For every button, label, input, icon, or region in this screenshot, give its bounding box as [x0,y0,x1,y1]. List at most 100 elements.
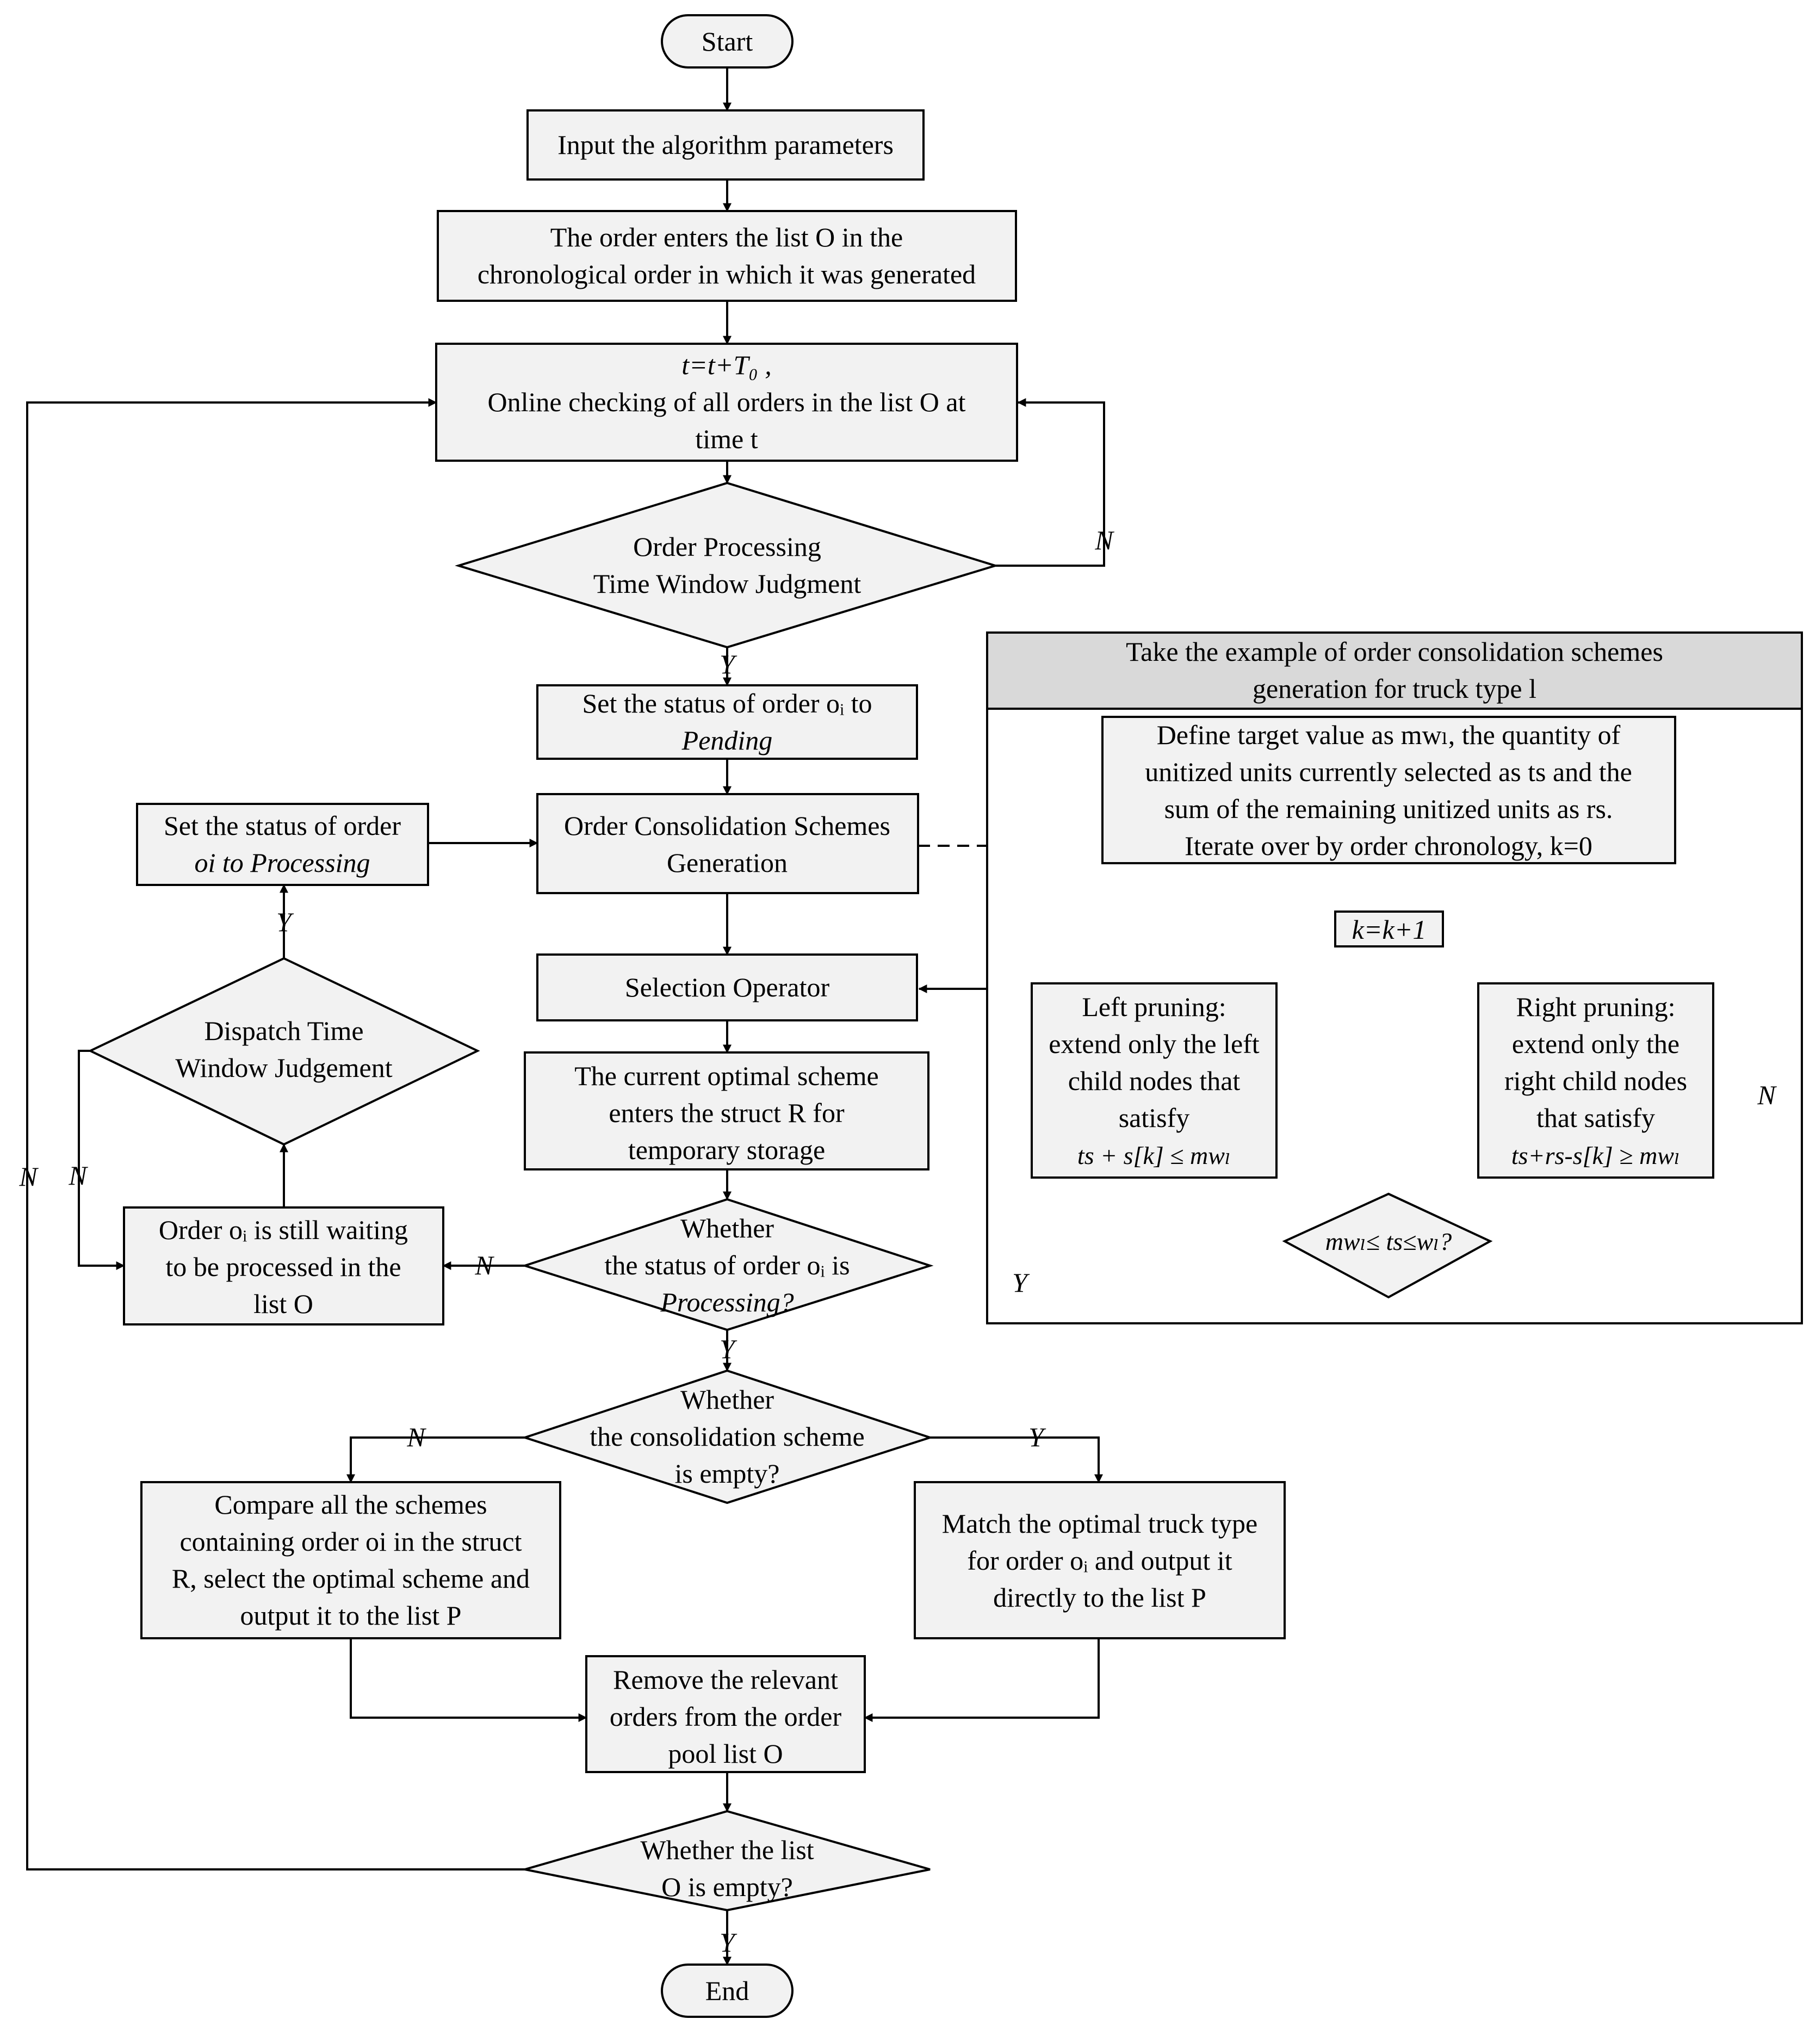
time-window-line1: Order Processing [633,531,821,562]
set-pending-line2: Pending [681,725,773,755]
still-waiting-line3: list O [253,1289,313,1319]
current-optimal-line1: The current optimal scheme [574,1061,879,1091]
current-optimal-box: The current optimal scheme enters the st… [524,1051,929,1170]
panel-title-line1: Take the example of order consolidation … [1126,636,1663,667]
condition-diamond: mwₗ≤ ts≤wₗ? [1282,1192,1493,1299]
whether-processing-line2: the status of order oᵢ is [604,1250,850,1280]
order-enters-line1: The order enters the list O in the [550,222,903,252]
still-waiting-line2: to be processed in the [165,1252,401,1282]
online-check-line3: time t [695,424,758,454]
label-n-time-window: N [1094,525,1114,555]
set-pending-line1: Set the status of order oᵢ to [582,688,872,719]
left-line1: Left pruning: [1082,992,1226,1022]
match-line2: for order oᵢ and output it [967,1545,1232,1576]
input-params-label: Input the algorithm parameters [557,129,894,160]
define-line4: Iterate over by order chronology, k=0 [1185,831,1592,861]
define-line2: unitized units currently selected as ts … [1145,757,1632,787]
k-increment-label: k=k+1 [1352,914,1427,945]
whether-processing-line3: Processing? [660,1287,794,1317]
label-y-processing: Y [720,1334,737,1364]
define-line3: sum of the remaining unitized units as r… [1164,794,1613,824]
whether-processing-line1: Whether [680,1213,774,1243]
label-n-panel-loop: N [1757,1080,1777,1110]
input-params-box: Input the algorithm parameters [526,109,925,181]
current-optimal-line2: enters the struct R for [609,1098,845,1128]
set-processing-line1: Set the status of order [164,810,401,841]
label-y-scheme-empty: Y [1028,1422,1046,1452]
start-terminal: Start [661,14,794,69]
compare-line3: R, select the optimal scheme and [172,1563,530,1594]
compare-line4: output it to the list P [240,1600,462,1631]
remove-line2: orders from the order [610,1701,842,1732]
right-line5: ts+rs-s[k] ≥ mwₗ [1511,1142,1680,1169]
time-window-line2: Time Window Judgment [593,568,861,599]
compare-schemes-box: Compare all the schemes containing order… [140,1481,561,1639]
define-line1: Define target value as mwₗ, the quantity… [1157,720,1621,750]
whether-scheme-empty-line2: the consolidation scheme [590,1421,864,1452]
panel-title-line2: generation for truck type l [1253,673,1536,704]
end-label: End [705,1975,749,2006]
remove-line3: pool list O [668,1738,783,1769]
right-line1: Right pruning: [1516,992,1675,1022]
right-line2: extend only the [1512,1029,1679,1059]
truck-type-panel: Take the example of order consolidation … [986,631,1803,1324]
time-window-diamond: Order Processing Time Window Judgment [455,481,999,649]
compare-line2: containing order oi in the struct [179,1526,522,1557]
selection-operator-box: Selection Operator [536,953,918,1021]
left-pruning-box: Left pruning: extend only the left child… [1031,982,1278,1179]
online-check-line1: t=t+T₀ , [681,350,771,380]
left-line2: extend only the left [1049,1029,1259,1059]
dispatch-diamond: Dispatch Time Window Judgement [88,957,480,1146]
match-line1: Match the optimal truck type [942,1508,1257,1539]
whether-processing-diamond: Whether the status of order oᵢ is Proces… [521,1198,934,1331]
consolidation-gen-line1: Order Consolidation Schemes [564,810,890,841]
order-enters-line2: chronological order in which it was gene… [478,259,976,289]
whether-list-empty-line1: Whether the list [640,1835,814,1865]
whether-scheme-empty-line1: Whether [680,1384,774,1415]
online-check-line2: Online checking of all orders in the lis… [488,387,966,417]
set-processing-line2: oi to Processing [194,847,370,878]
whether-scheme-empty-diamond: Whether the consolidation scheme is empt… [521,1369,934,1504]
condition-label: mwₗ≤ ts≤wₗ? [1325,1228,1452,1255]
left-line3: child nodes that [1068,1066,1241,1096]
set-processing-box: Set the status of order oi to Processing [136,803,429,886]
selection-operator-label: Selection Operator [625,972,830,1002]
still-waiting-line1: Order oᵢ is still waiting [159,1215,408,1245]
consolidation-gen-box: Order Consolidation Schemes Generation [536,793,919,894]
right-line4: that satisfy [1536,1102,1655,1133]
label-n-dispatch: N [68,1160,88,1191]
dispatch-line2: Window Judgement [175,1052,392,1083]
left-line4: satisfy [1119,1102,1190,1133]
left-line5: ts + s[k] ≤ mwₗ [1077,1142,1231,1169]
online-check-box: t=t+T₀ , Online checking of all orders i… [435,343,1018,462]
label-y-time-window: Y [720,649,737,679]
edge-labels: N Y Y N N N Y N Y Y N Y [18,525,1777,1958]
whether-scheme-empty-line3: is empty? [674,1458,779,1489]
define-target-box: Define target value as mwₗ, the quantity… [1101,716,1676,864]
compare-line1: Compare all the schemes [214,1489,487,1520]
label-n-processing: N [474,1250,494,1280]
right-line3: right child nodes [1504,1066,1687,1096]
match-truck-box: Match the optimal truck type for order o… [914,1481,1286,1639]
k-increment-box: k=k+1 [1334,910,1444,947]
label-y-list-empty: Y [720,1927,737,1958]
label-y-panel: Y [1012,1267,1030,1298]
remove-orders-box: Remove the relevant orders from the orde… [585,1655,866,1773]
dispatch-line1: Dispatch Time [204,1015,363,1046]
label-y-dispatch: Y [276,907,294,937]
start-label: Start [702,26,753,57]
match-line3: directly to the list P [993,1582,1206,1613]
order-enters-box: The order enters the list O in the chron… [437,210,1017,302]
whether-list-empty-line2: O is empty? [661,1872,793,1902]
right-pruning-box: Right pruning: extend only the right chi… [1477,982,1714,1179]
remove-line1: Remove the relevant [613,1664,838,1695]
set-pending-box: Set the status of order oᵢ to Pending [536,684,918,760]
whether-list-empty-diamond: Whether the list O is empty? [524,1810,931,1912]
end-terminal: End [661,1964,794,2018]
still-waiting-box: Order oᵢ is still waiting to be processe… [123,1206,444,1325]
consolidation-gen-line2: Generation [667,847,788,878]
label-n-list-empty: N [18,1161,39,1192]
label-n-scheme-empty: N [406,1422,426,1452]
current-optimal-line3: temporary storage [628,1135,825,1165]
